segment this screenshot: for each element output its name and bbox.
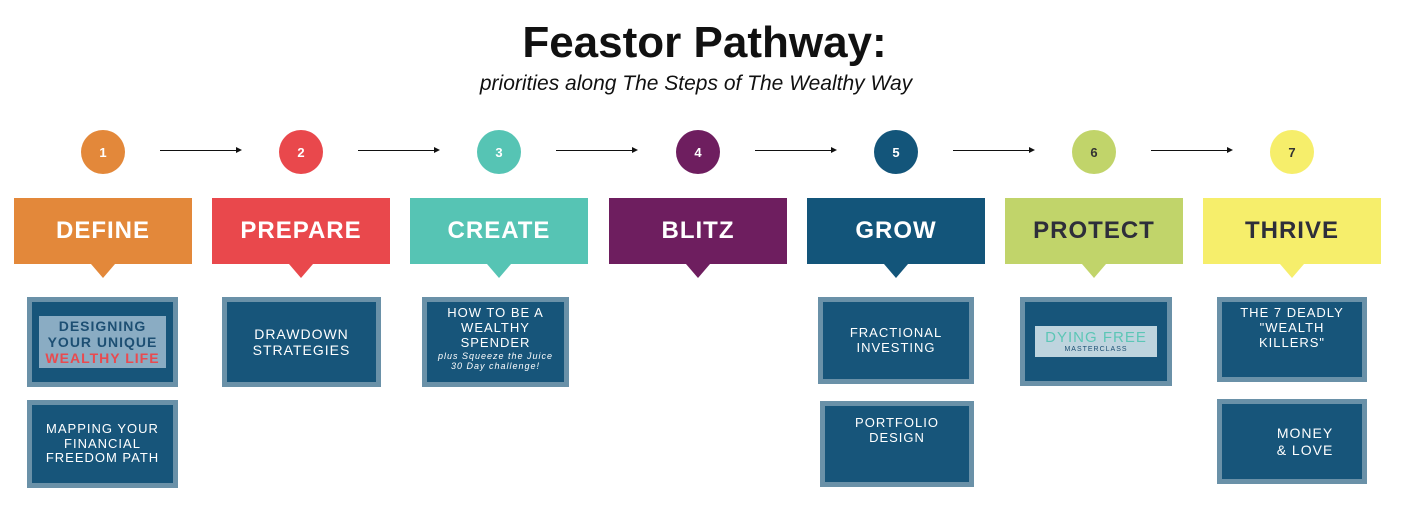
step-number-circle: 2 — [279, 130, 323, 174]
course-card-wealth-killers[interactable]: THE 7 DEADLY"WEALTH KILLERS" — [1217, 297, 1367, 382]
card-text: WEALTHY SPENDER — [460, 319, 531, 350]
card-text: PORTFOLIO DESIGN — [855, 415, 939, 445]
card-text: MAPPING YOUR — [46, 420, 159, 436]
card-text: DESIGNING — [58, 317, 147, 334]
card-text: plus Squeeze the Juice — [437, 350, 554, 361]
step-banner-protect: PROTECT — [1005, 198, 1183, 278]
card-text: & LOVE — [1276, 441, 1334, 458]
card-text: THE 7 DEADLY — [1240, 305, 1344, 320]
card-text: FREEDOM PATH — [45, 450, 160, 466]
step-number-circle: 1 — [81, 130, 125, 174]
card-text: MONEY — [1276, 425, 1334, 442]
card-text: FRACTIONAL — [849, 324, 943, 340]
card-text: HOW TO BE A — [447, 305, 544, 320]
step-banner-grow: GROW — [807, 198, 985, 278]
step-banner-blitz: BLITZ — [609, 198, 787, 278]
step-number-circle: 4 — [676, 130, 720, 174]
card-text: MASTERCLASS — [1064, 346, 1128, 354]
arrow-icon — [1151, 147, 1233, 153]
card-text: DRAWDOWN — [254, 325, 349, 342]
card-text: "WEALTH KILLERS" — [1258, 319, 1326, 350]
page-subtitle: priorities along The Steps of The Wealth… — [479, 72, 913, 95]
card-text: STRATEGIES — [252, 342, 351, 358]
step-banner-thrive: THRIVE — [1203, 198, 1381, 278]
step-number-circle: 3 — [477, 130, 521, 174]
card-text: FINANCIAL — [64, 435, 141, 451]
page-title: Feastor Pathway: — [522, 18, 887, 67]
card-text: YOUR UNIQUE — [47, 333, 158, 350]
step-banner-create: CREATE — [410, 198, 588, 278]
arrow-icon — [556, 147, 638, 153]
step-number-circle: 5 — [874, 130, 918, 174]
card-text: WEALTHY LIFE — [45, 350, 160, 367]
course-card-money-love[interactable]: MONEY& LOVE — [1217, 399, 1367, 484]
card-text: 30 Day challenge! — [450, 361, 541, 372]
card-text: INVESTING — [856, 339, 936, 355]
arrow-icon — [755, 147, 837, 153]
course-card-portfolio-design[interactable]: PORTFOLIO DESIGN — [820, 401, 974, 487]
arrow-icon — [358, 147, 440, 153]
step-number-circle: 6 — [1072, 130, 1116, 174]
arrow-icon — [953, 147, 1035, 153]
step-banner-prepare: PREPARE — [212, 198, 390, 278]
card-text: DYING FREE — [1045, 328, 1147, 346]
step-number-circle: 7 — [1270, 130, 1314, 174]
step-banner-define: DEFINE — [14, 198, 192, 278]
arrow-icon — [160, 147, 242, 153]
